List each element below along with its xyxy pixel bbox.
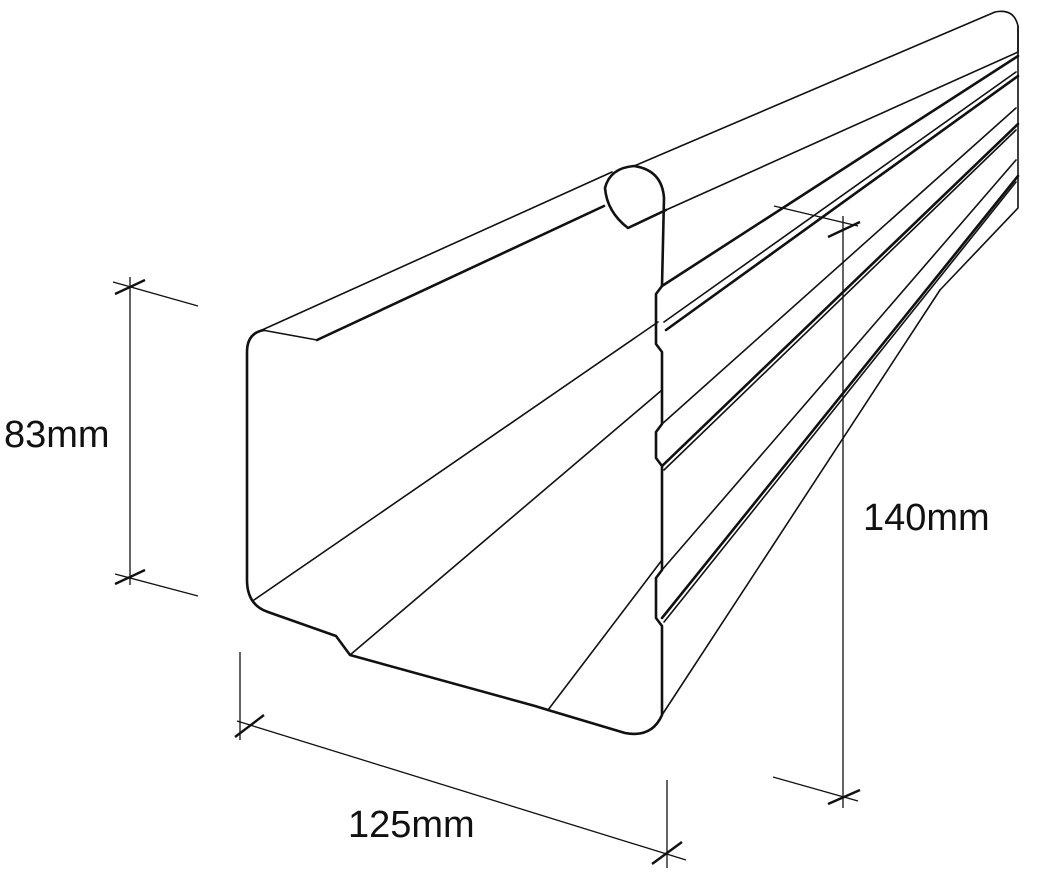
dimension-125mm bbox=[234, 652, 687, 868]
dimension-label-125mm: 125mm bbox=[348, 804, 475, 846]
back-wall-ribs bbox=[660, 25, 1020, 716]
dimension-label-83mm: 83mm bbox=[4, 414, 110, 456]
dimension-label-140mm: 140mm bbox=[863, 497, 990, 539]
front-lip bbox=[261, 171, 613, 342]
interior-folds bbox=[253, 321, 663, 711]
dimension-140mm bbox=[772, 205, 861, 808]
dimension-83mm bbox=[112, 277, 199, 597]
profile-outline bbox=[245, 164, 668, 736]
